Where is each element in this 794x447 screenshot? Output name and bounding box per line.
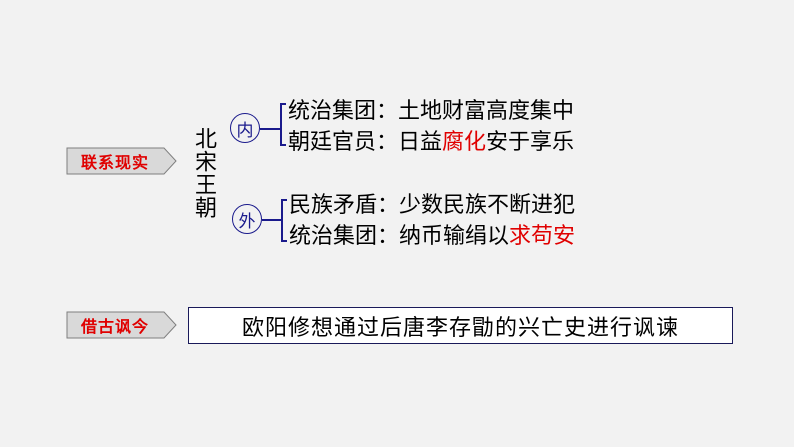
line-prefix: 民族矛盾： bbox=[289, 193, 400, 218]
line-prefix: 统治集团： bbox=[289, 224, 400, 249]
outer-connector bbox=[262, 219, 281, 221]
outer-circle-badge: 外 bbox=[232, 204, 262, 234]
line-text: 纳币输绢以 bbox=[399, 224, 510, 249]
inner-line-2: 朝廷官员：日益腐化安于享乐 bbox=[288, 130, 574, 156]
dynasty-title: 北宋王朝 bbox=[191, 127, 216, 219]
tag-connect-reality-label: 联系现实 bbox=[80, 153, 149, 172]
outer-line-2: 统治集团：纳币输绢以求苟安 bbox=[289, 224, 575, 250]
line-prefix: 朝廷官员： bbox=[288, 130, 399, 155]
conclusion-text: 欧阳修想通过后唐李存勖的兴亡史进行讽谏 bbox=[241, 315, 679, 341]
line-suffix: 安于享乐 bbox=[486, 130, 575, 155]
inner-line-1: 统治集团：土地财富高度集中 bbox=[288, 99, 574, 125]
outer-bracket-icon bbox=[281, 199, 287, 242]
tag-history-satire: 借古讽今 bbox=[66, 311, 178, 339]
line-text: 土地财富高度集中 bbox=[398, 99, 575, 124]
tag-connect-reality: 联系现实 bbox=[66, 147, 178, 175]
outer-label: 外 bbox=[238, 211, 256, 232]
inner-circle-badge: 内 bbox=[230, 113, 260, 143]
line-highlight: 腐化 bbox=[442, 130, 487, 155]
conclusion-box: 欧阳修想通过后唐李存勖的兴亡史进行讽谏 bbox=[188, 307, 733, 344]
line-text: 少数民族不断进犯 bbox=[399, 193, 576, 218]
line-highlight: 求苟安 bbox=[509, 224, 576, 249]
tag-history-satire-label: 借古讽今 bbox=[80, 317, 149, 336]
line-prefix: 统治集团： bbox=[288, 99, 399, 124]
line-text: 日益 bbox=[398, 130, 443, 155]
outer-line-1: 民族矛盾：少数民族不断进犯 bbox=[289, 193, 575, 219]
arrow-tag-shape-icon bbox=[66, 147, 177, 175]
arrow-tag-shape-icon bbox=[66, 311, 177, 339]
inner-connector bbox=[260, 128, 280, 130]
inner-label: 内 bbox=[236, 120, 254, 141]
inner-bracket-icon bbox=[280, 103, 286, 146]
